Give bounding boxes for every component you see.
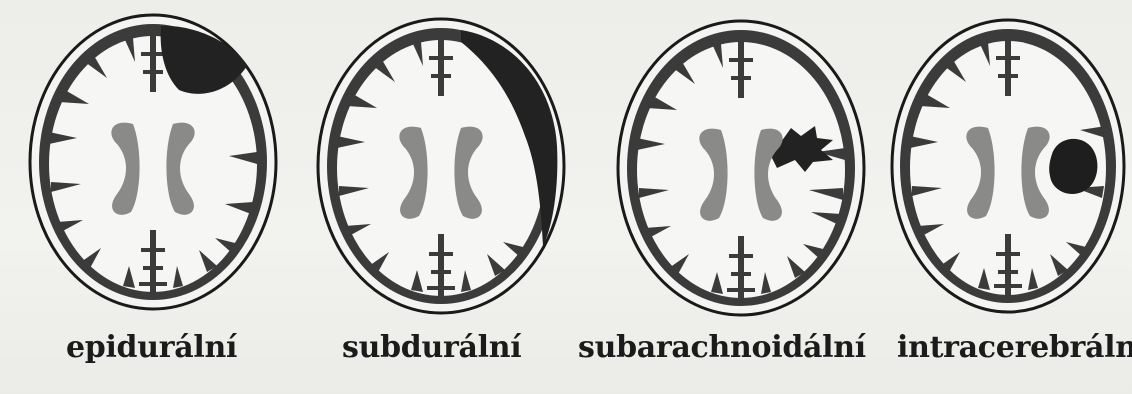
intracerebral-hematoma: [1049, 139, 1097, 194]
caption-epidural: epidurální: [66, 330, 237, 365]
panel-intracerebral: [882, 0, 1132, 320]
caption-subdural: subdurální: [342, 330, 521, 365]
panel-subdural: [310, 0, 572, 320]
panel-subarachnoid: [610, 0, 872, 320]
brain-diagram-subdural: [310, 0, 572, 320]
brain-diagram-intracerebral: [882, 0, 1132, 320]
brain-diagram-subarachnoid: [610, 0, 872, 320]
brain-diagram-epidural: [22, 0, 284, 320]
caption-subarachnoid: subarachnoidální: [578, 330, 866, 365]
caption-intracerebral: intracerebrální: [897, 330, 1132, 365]
panel-epidural: [22, 0, 284, 320]
